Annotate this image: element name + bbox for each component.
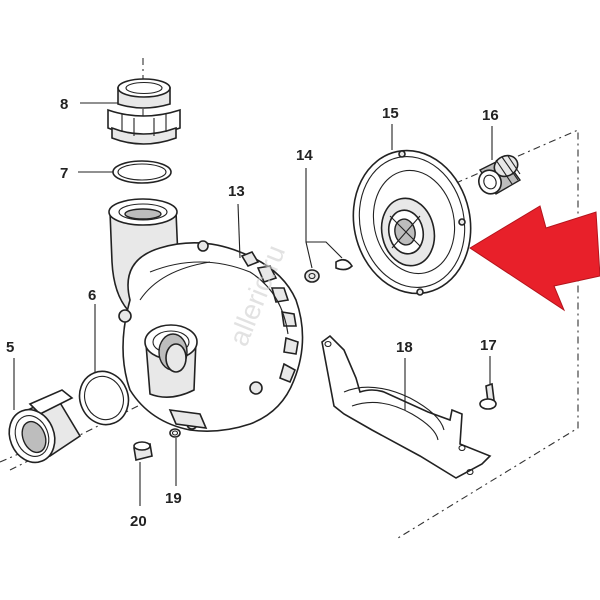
callout-5: 5 — [6, 339, 14, 356]
highlight-arrow-icon — [469, 205, 600, 312]
callout-7: 7 — [60, 165, 68, 182]
part-19-small-o-ring — [169, 428, 181, 438]
part-13-pump-housing — [108, 198, 304, 432]
callout-8: 8 — [60, 96, 68, 113]
part-20-drain-plug — [133, 441, 153, 461]
part-8-union-nut — [107, 78, 181, 145]
part-18-mounting-bracket — [321, 334, 492, 479]
part-7-o-ring — [112, 160, 172, 184]
part-14-washer-set — [304, 258, 354, 283]
part-6-gasket-ring — [78, 370, 130, 426]
part-15-seal-plate — [352, 149, 472, 296]
callout-15: 15 — [382, 105, 399, 122]
part-17-bolt — [479, 382, 497, 410]
callout-20: 20 — [130, 513, 147, 530]
callout-6: 6 — [88, 287, 96, 304]
callout-19: 19 — [165, 490, 182, 507]
callout-18: 18 — [396, 339, 413, 356]
callout-14: 14 — [296, 147, 313, 164]
callout-17: 17 — [480, 337, 497, 354]
leader-lines — [13, 102, 493, 506]
callout-16: 16 — [482, 107, 499, 124]
callout-13: 13 — [228, 183, 245, 200]
part-5-union-nut — [8, 389, 82, 464]
part-16-mechanical-seal — [478, 154, 522, 195]
